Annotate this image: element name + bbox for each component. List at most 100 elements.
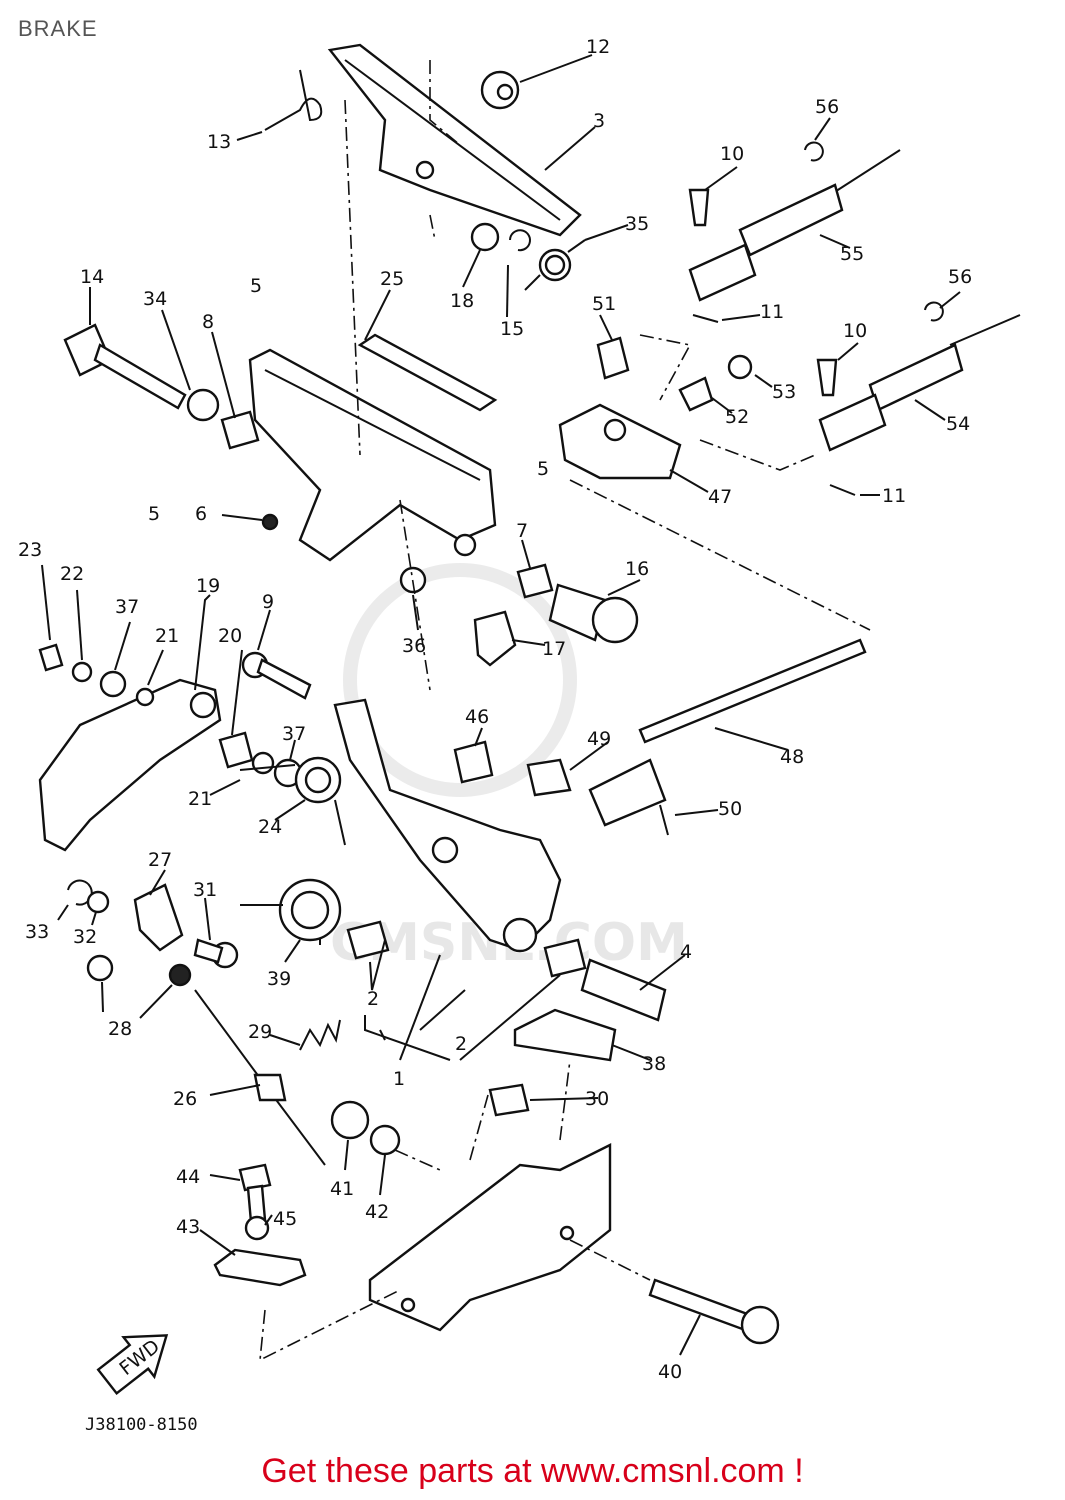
callout-37b: 37 — [282, 723, 306, 745]
collar-8 — [220, 410, 260, 450]
washer-42 — [369, 1124, 401, 1156]
callout-19: 19 — [196, 575, 220, 597]
callout-numbers: 12 3 13 35 10 56 55 11 56 10 54 11 53 52… — [18, 36, 972, 1383]
callout-5c: 5 — [148, 503, 160, 525]
callout-10b: 10 — [843, 320, 867, 342]
cotter-50 — [659, 804, 669, 836]
callout-53: 53 — [772, 381, 796, 403]
callout-40: 40 — [658, 1361, 682, 1383]
nut-53 — [727, 354, 753, 380]
leader-lines — [41, 54, 961, 1356]
callout-9: 9 — [262, 591, 274, 613]
washer-32 — [86, 890, 110, 914]
callout-11b: 11 — [882, 485, 906, 507]
spring-24 — [239, 756, 346, 846]
shaft-4 — [580, 958, 667, 1022]
callout-25: 25 — [380, 268, 404, 290]
plate-43 — [213, 1248, 307, 1287]
callout-46: 46 — [465, 706, 489, 728]
collar-52 — [678, 376, 714, 412]
cable-55 — [688, 149, 901, 302]
callout-50: 50 — [718, 798, 742, 820]
bolt-31 — [193, 938, 239, 969]
callout-47: 47 — [708, 486, 732, 508]
callout-8: 8 — [202, 311, 214, 333]
base-bracket — [368, 1143, 612, 1332]
nut-12 — [480, 70, 520, 110]
clip-15 — [509, 229, 531, 252]
callout-45: 45 — [273, 1208, 297, 1230]
pin-49 — [526, 758, 572, 797]
cotter-11b — [829, 484, 856, 496]
callout-51: 51 — [592, 293, 616, 315]
nut-26b — [168, 963, 192, 987]
footer-promo-text: Get these parts at www.cmsnl.com ! — [261, 1452, 804, 1490]
callout-54: 54 — [946, 413, 970, 435]
nut-41 — [330, 1100, 370, 1140]
clip-17 — [473, 610, 517, 667]
nut-6 — [261, 513, 279, 531]
brake-lever-1 — [333, 698, 562, 953]
washer-22 — [71, 661, 93, 683]
callout-12: 12 — [586, 36, 610, 58]
nut-28 — [86, 954, 114, 982]
callout-31: 31 — [193, 879, 217, 901]
callout-56b: 56 — [948, 266, 972, 288]
callout-21a: 21 — [155, 625, 179, 647]
callout-14: 14 — [80, 266, 104, 288]
spring-39 — [240, 878, 342, 945]
pedal-bracket — [248, 348, 497, 562]
collar-2a — [346, 920, 390, 960]
callout-48: 48 — [780, 746, 804, 768]
bracket-47 — [558, 403, 682, 480]
nut-23 — [38, 643, 64, 672]
collar-20 — [218, 731, 254, 769]
callout-28: 28 — [108, 1018, 132, 1040]
parking-lever-19 — [38, 678, 222, 852]
callout-52: 52 — [725, 406, 749, 428]
washer-37a — [99, 670, 127, 698]
exploded-parts-diagram: CMSNL.COM — [18, 36, 1021, 1435]
callout-20: 20 — [218, 625, 242, 647]
callout-11a: 11 — [760, 301, 784, 323]
rod-26 — [194, 989, 326, 1166]
callout-2a: 2 — [367, 988, 379, 1010]
bolt-40 — [648, 1278, 780, 1345]
callout-30: 30 — [585, 1088, 609, 1110]
pawl-27 — [133, 883, 184, 952]
callout-26: 26 — [173, 1088, 197, 1110]
washer-34 — [186, 388, 220, 422]
callout-10a: 10 — [720, 143, 744, 165]
callout-37a: 37 — [115, 596, 139, 618]
collar-7 — [516, 563, 554, 599]
page-title: BRAKE — [18, 16, 98, 41]
cotter-11a — [692, 314, 719, 323]
callout-41: 41 — [330, 1178, 354, 1200]
callout-18: 18 — [450, 290, 474, 312]
drawing-code: J38100-8150 — [85, 1415, 198, 1435]
rod-48 — [588, 638, 867, 827]
callout-36: 36 — [402, 635, 426, 657]
clip-56b — [924, 301, 944, 322]
callout-3: 3 — [593, 110, 605, 132]
callout-43: 43 — [176, 1216, 200, 1238]
callout-4: 4 — [680, 941, 692, 963]
callout-24: 24 — [258, 816, 282, 838]
callout-22: 22 — [60, 563, 84, 585]
washer-21b — [251, 751, 275, 775]
callout-16: 16 — [625, 558, 649, 580]
callout-17: 17 — [542, 638, 566, 660]
callout-5b: 5 — [537, 458, 549, 480]
callout-23: 23 — [18, 539, 42, 561]
callout-33: 33 — [25, 921, 49, 943]
callout-35: 35 — [625, 213, 649, 235]
washer-21a — [135, 687, 155, 707]
reference-lines — [259, 60, 871, 1362]
callout-56a: 56 — [815, 96, 839, 118]
collar-46 — [453, 740, 494, 784]
callout-34: 34 — [143, 288, 167, 310]
callout-15: 15 — [500, 318, 524, 340]
spring-29 — [299, 1019, 341, 1051]
washer-18 — [470, 222, 500, 252]
bolt-16 — [548, 583, 639, 644]
